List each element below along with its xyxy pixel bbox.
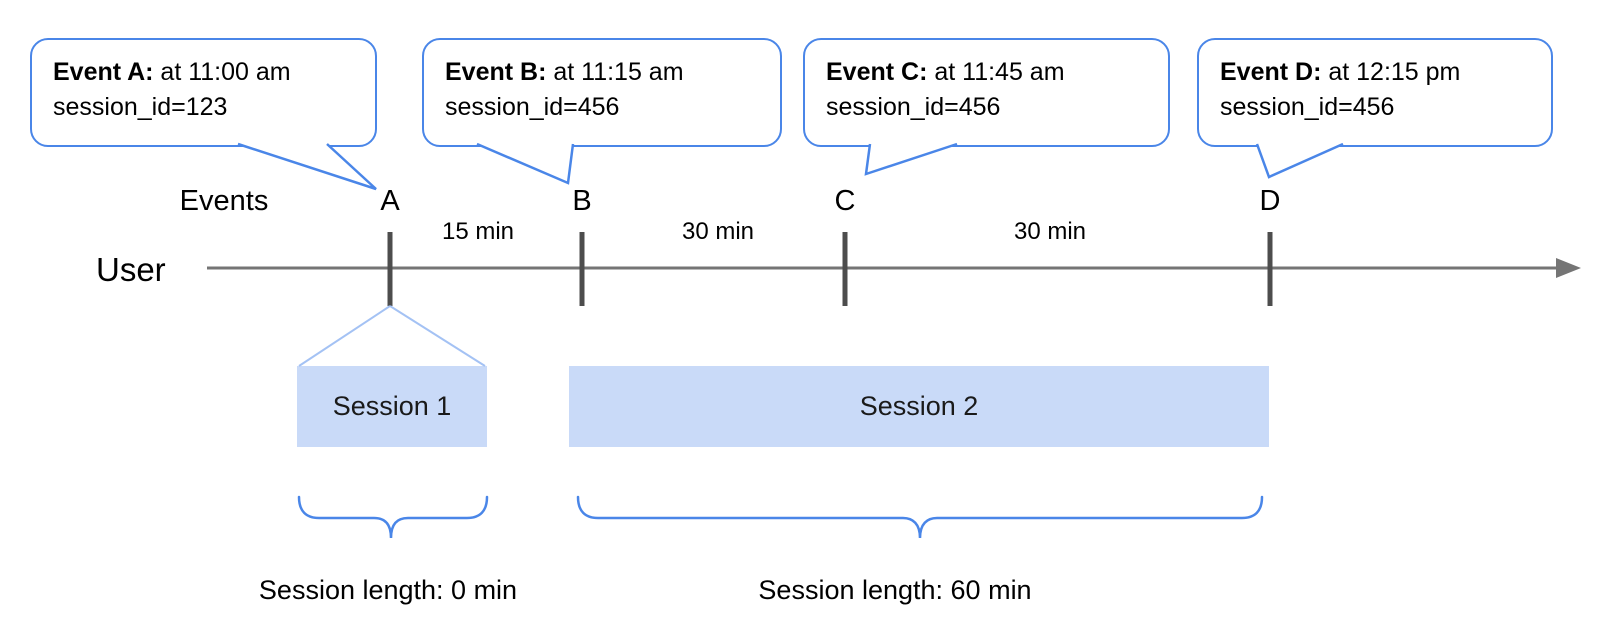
event-b-callout-session-id: session_id=456 xyxy=(445,93,620,121)
event-c-callout-line1: Event C: at 11:45 am xyxy=(826,55,1158,90)
session-2-brace xyxy=(576,495,1264,539)
event-b-callout-tail xyxy=(476,142,575,185)
event-a-callout-line1: Event A: at 11:00 am xyxy=(53,55,365,90)
event-d-callout-tail xyxy=(1255,142,1344,179)
event-d-letter: D xyxy=(1259,185,1281,217)
event-b-callout-title: Event B: xyxy=(445,58,547,86)
event-a-callout-title: Event A: xyxy=(53,58,154,86)
session-2-box: Session 2 xyxy=(569,366,1269,447)
event-a-callout-tail xyxy=(237,142,377,191)
session-2-label: Session 2 xyxy=(859,391,979,421)
event-c-letter: C xyxy=(834,185,856,217)
interval-c-d-label: 30 min xyxy=(1013,218,1087,245)
timeline-arrowhead-icon xyxy=(1556,258,1581,278)
event-b-callout: Event B: at 11:15 am session_id=456 xyxy=(422,38,782,147)
event-a-callout: Event A: at 11:00 am session_id=123 xyxy=(30,38,377,147)
event-a-letter: A xyxy=(380,185,400,217)
event-a-callout-time: at 11:00 am xyxy=(153,58,291,86)
event-d-callout-title: Event D: xyxy=(1220,58,1322,86)
user-axis-label: User xyxy=(96,251,166,288)
event-d-callout: Event D: at 12:15 pm session_id=456 xyxy=(1197,38,1553,147)
session-2-length-label: Session length: 60 min xyxy=(758,575,1032,605)
interval-a-b-label: 15 min xyxy=(441,218,515,245)
event-c-callout: Event C: at 11:45 am session_id=456 xyxy=(803,38,1170,147)
event-d-callout-time: at 12:15 pm xyxy=(1321,58,1461,86)
event-b-callout-time: at 11:15 am xyxy=(546,58,684,86)
event-b-callout-line1: Event B: at 11:15 am xyxy=(445,55,770,90)
events-axis-label: Events xyxy=(179,185,269,217)
event-d-callout-line1: Event D: at 12:15 pm xyxy=(1220,55,1541,90)
session-1-box: Session 1 xyxy=(297,366,487,447)
interval-b-c-label: 30 min xyxy=(681,218,755,245)
event-c-callout-session-id: session_id=456 xyxy=(826,93,1001,121)
event-c-callout-title: Event C: xyxy=(826,58,928,86)
event-c-callout-time: at 11:45 am xyxy=(927,58,1065,86)
session-1-length-label: Session length: 0 min xyxy=(258,575,518,605)
session-1-funnel-lines xyxy=(298,305,486,367)
session-1-brace xyxy=(297,495,489,539)
session-1-label: Session 1 xyxy=(332,391,452,421)
event-d-callout-session-id: session_id=456 xyxy=(1220,93,1395,121)
event-b-letter: B xyxy=(572,185,592,217)
event-a-callout-session-id: session_id=123 xyxy=(53,93,228,121)
event-c-callout-tail xyxy=(864,142,958,176)
